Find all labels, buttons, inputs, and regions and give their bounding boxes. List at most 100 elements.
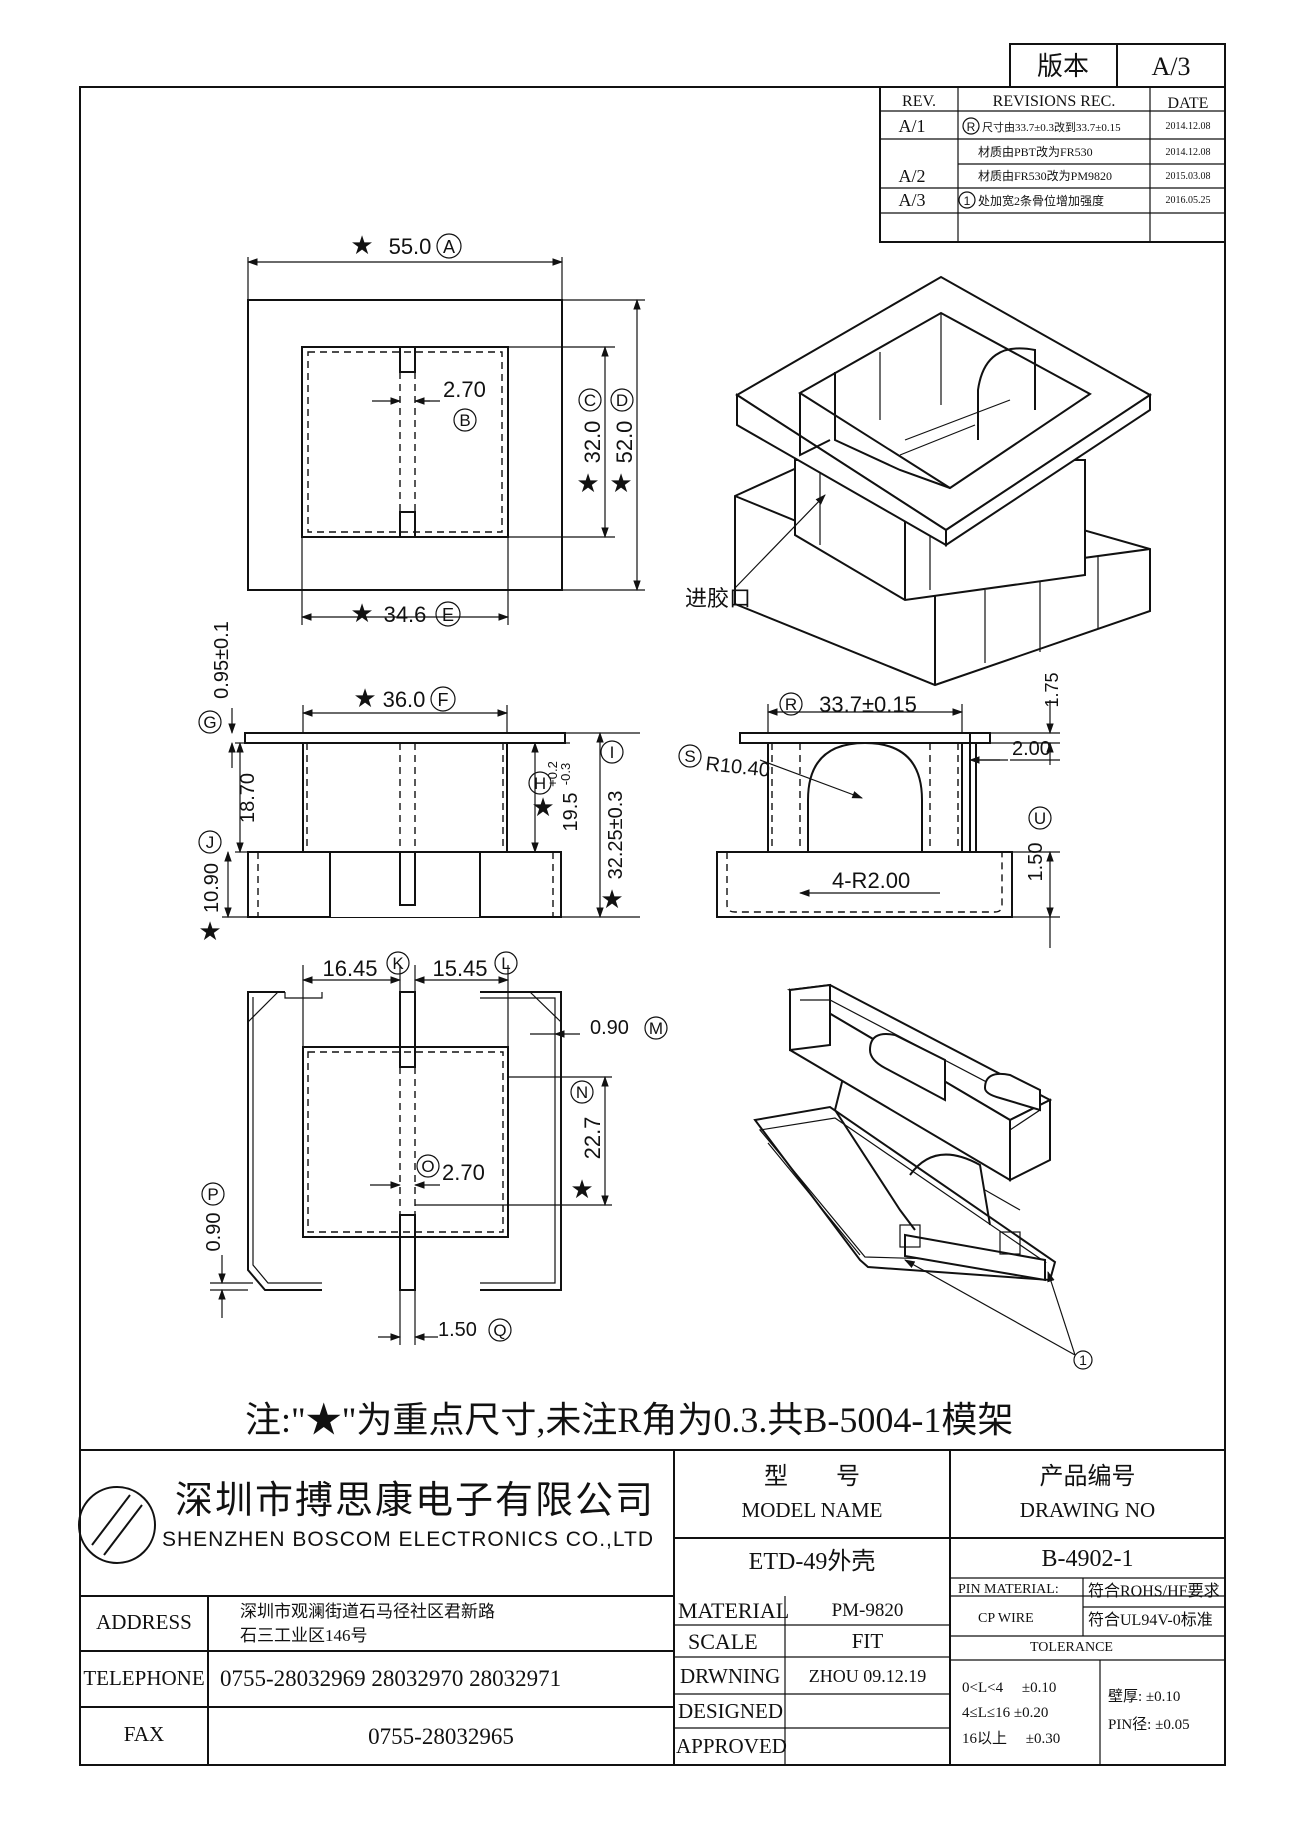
dim-c-mark: C (584, 391, 596, 410)
dim-u-mark: U (1034, 809, 1046, 828)
dim-1870-value: 18.70 (237, 773, 259, 823)
dim-a-value: 55.0 (389, 234, 432, 259)
dim-p-value: 0.90 (203, 1213, 225, 1252)
dim-n-star: ★ (570, 1174, 593, 1204)
rev-header: REV. (902, 93, 936, 110)
model-value: ETD-49外壳 (748, 1549, 876, 1575)
telephone-value: 0755-28032969 28032970 28032971 (220, 1666, 562, 1691)
dim-i-mark: I (610, 743, 615, 762)
approved-label: APPROVED (676, 1734, 787, 1758)
dim-k-value: 16.45 (322, 956, 377, 981)
tolerance-row-3: 16以上 ±0.30 (962, 1731, 1061, 1747)
dim-s-mark: S (684, 747, 695, 766)
wall-thickness: 壁厚: ±0.10 (1108, 1689, 1181, 1705)
rev-row-3-text: 材质由FR530改为PM9820 (978, 169, 1112, 183)
dim-e-mark: E (442, 605, 454, 625)
version-box: 版本 A/3 (1009, 43, 1226, 88)
dim-n-value: 22.7 (580, 1117, 605, 1160)
scale-label: SCALE (688, 1629, 758, 1654)
telephone-label: TELEPHONE (83, 1666, 205, 1690)
date-header: DATE (1168, 95, 1209, 112)
revision-table: REV. REVISIONS REC. DATE A/1 R 尺寸由33.7±0… (879, 86, 1226, 243)
pin-material-value: CP WIRE (978, 1611, 1034, 1626)
dim-c-star: ★ (576, 468, 599, 498)
dim-u-value: 1.50 (1025, 843, 1047, 882)
dim-i-value: 32.25±0.3 (605, 791, 627, 880)
dim-200-value: 2.00 (1012, 738, 1051, 760)
designed-label: DESIGNED (678, 1699, 783, 1723)
company-name-cn: 深圳市搏思康电子有限公司 (175, 1480, 656, 1522)
dim-m-mark: M (649, 1019, 663, 1038)
rev-row-3: A/2 (899, 166, 926, 186)
front-view (222, 705, 640, 919)
rev-row-1: A/1 (899, 116, 926, 136)
dim-e-star: ★ (350, 598, 373, 628)
dim-f-star: ★ (353, 683, 376, 713)
model-name-en: MODEL NAME (741, 1498, 883, 1522)
dim-d-mark: D (616, 391, 628, 410)
rec-header: REVISIONS REC. (993, 93, 1116, 110)
company-name-en: SHENZHEN BOSCOM ELECTRONICS CO.,LTD (162, 1528, 654, 1551)
dim-j-value: 10.90 (201, 863, 223, 913)
rohs-compliance: 符合ROHS/HF要求 (1088, 1583, 1220, 1600)
dim-q-mark: Q (493, 1321, 506, 1340)
dim-o-value: 2.70 (442, 1160, 485, 1185)
drawing-no-cn: 产品编号 (1039, 1464, 1136, 1490)
rev-row-2-date: 2014.12.08 (1166, 147, 1211, 158)
dim-a-mark: A (443, 237, 455, 257)
dim-a-star: ★ (350, 230, 373, 260)
drawing-by-value: ZHOU 09.12.19 (808, 1666, 927, 1686)
dim-l-value: 15.45 (432, 956, 487, 981)
dim-n-mark: N (576, 1083, 588, 1102)
company-logo-icon (78, 1486, 156, 1564)
material-value: PM-9820 (831, 1600, 904, 1621)
rev-row-4-mark: 1 (964, 194, 971, 208)
tolerance-label: TOLERANCE (1030, 1640, 1113, 1655)
dim-r-mark: R (785, 695, 797, 714)
bottom-view (210, 965, 612, 1345)
pin-material-label: PIN MATERIAL: (958, 1582, 1059, 1597)
fax-label: FAX (123, 1722, 165, 1746)
dim-r-value: 33.7±0.15 (819, 692, 917, 717)
side-view (716, 700, 1060, 948)
ul-compliance: 符合UL94V-0标准 (1088, 1612, 1213, 1629)
drawing-note: 注:"★"为重点尺寸,未注R角为0.3.共B-5004-1模架 (245, 1400, 1013, 1440)
dim-e-value: 34.6 (384, 602, 427, 627)
dim-k-mark: K (392, 954, 404, 973)
material-label: MATERIAL (678, 1598, 790, 1623)
dim-o-mark: O (421, 1157, 434, 1176)
dim-l-mark: L (501, 954, 510, 973)
dim-g-value: 0.95±0.1 (211, 621, 233, 699)
rev-row-4: A/3 (899, 190, 926, 210)
dim-b-mark: B (459, 411, 470, 430)
pin-diameter: PIN径: ±0.05 (1108, 1717, 1190, 1733)
drawing-no-en: DRAWING NO (1019, 1498, 1156, 1522)
dim-c-value: 32.0 (580, 421, 605, 464)
fax-value: 0755-28032965 (368, 1724, 514, 1749)
model-name-cn: 型 号 (764, 1464, 860, 1490)
drawing-value: B-4902-1 (1041, 1546, 1134, 1572)
callout-1: 1 (1079, 1352, 1087, 1368)
dim-f-mark: F (438, 690, 449, 710)
dim-j-mark: J (206, 833, 215, 852)
isometric-bottom-view (753, 983, 1076, 1356)
dim-h-value: 19.5 (560, 793, 582, 832)
rev-row-4-date: 2016.05.25 (1166, 195, 1211, 206)
tolerance-row-2: 4≤L≤16 ±0.20 (962, 1705, 1049, 1721)
dim-s-value: R10.40 (704, 753, 770, 782)
address-line-2: 石三工业区146号 (240, 1626, 368, 1645)
gate-label: 进胶口 (685, 586, 751, 611)
dim-h-mark: H (534, 774, 546, 793)
dim-q-value: 1.50 (438, 1319, 477, 1341)
top-view (246, 257, 645, 625)
rev-row-1-text: 尺寸由33.7±0.3改到33.7±0.15 (982, 120, 1121, 134)
version-value: A/3 (1152, 52, 1191, 81)
dim-h-tol-lower: -0.3 (558, 763, 573, 785)
dim-p-mark: P (207, 1185, 218, 1204)
address-line-1: 深圳市观澜街道石马径社区君新路 (240, 1602, 495, 1621)
dim-d-star: ★ (609, 468, 632, 498)
rev-row-3-date: 2015.03.08 (1166, 171, 1211, 182)
rev-row-1-date: 2014.12.08 (1166, 121, 1211, 132)
dim-h-star: ★ (531, 792, 554, 822)
